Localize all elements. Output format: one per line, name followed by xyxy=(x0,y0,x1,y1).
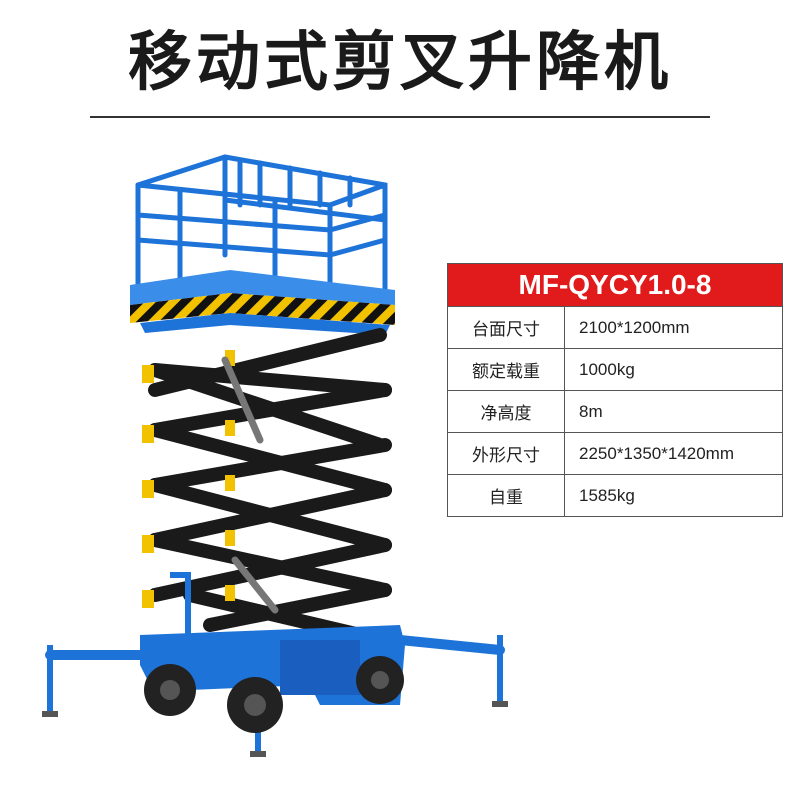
title-divider xyxy=(90,116,710,118)
spec-value: 2250*1350*1420mm xyxy=(579,443,735,463)
page-title: 移动式剪叉升降机 xyxy=(128,26,672,100)
spec-label: 自重 xyxy=(448,475,565,516)
spec-label: 外形尺寸 xyxy=(448,433,565,474)
spec-label: 台面尺寸 xyxy=(448,307,565,348)
spec-row: 台面尺寸 2100*1200mm xyxy=(448,307,782,349)
spec-value: 1585kg xyxy=(579,485,635,505)
spec-row: 外形尺寸 2250*1350*1420mm xyxy=(448,433,782,475)
spec-table: MF-QYCY1.0-8 台面尺寸 2100*1200mm 额定载重 1000k… xyxy=(447,263,783,517)
spec-value: 1000kg xyxy=(579,359,635,379)
spec-model-header: MF-QYCY1.0-8 xyxy=(448,264,782,307)
spec-row: 自重 1585kg xyxy=(448,475,782,516)
spec-value: 2100*1200mm xyxy=(579,317,690,337)
scissor-lift-icon xyxy=(42,154,508,757)
spec-row: 净高度 8m xyxy=(448,391,782,433)
spec-value: 8m xyxy=(579,401,603,421)
spec-row: 额定载重 1000kg xyxy=(448,349,782,391)
spec-label: 净高度 xyxy=(448,391,565,432)
spec-label: 额定载重 xyxy=(448,349,565,390)
